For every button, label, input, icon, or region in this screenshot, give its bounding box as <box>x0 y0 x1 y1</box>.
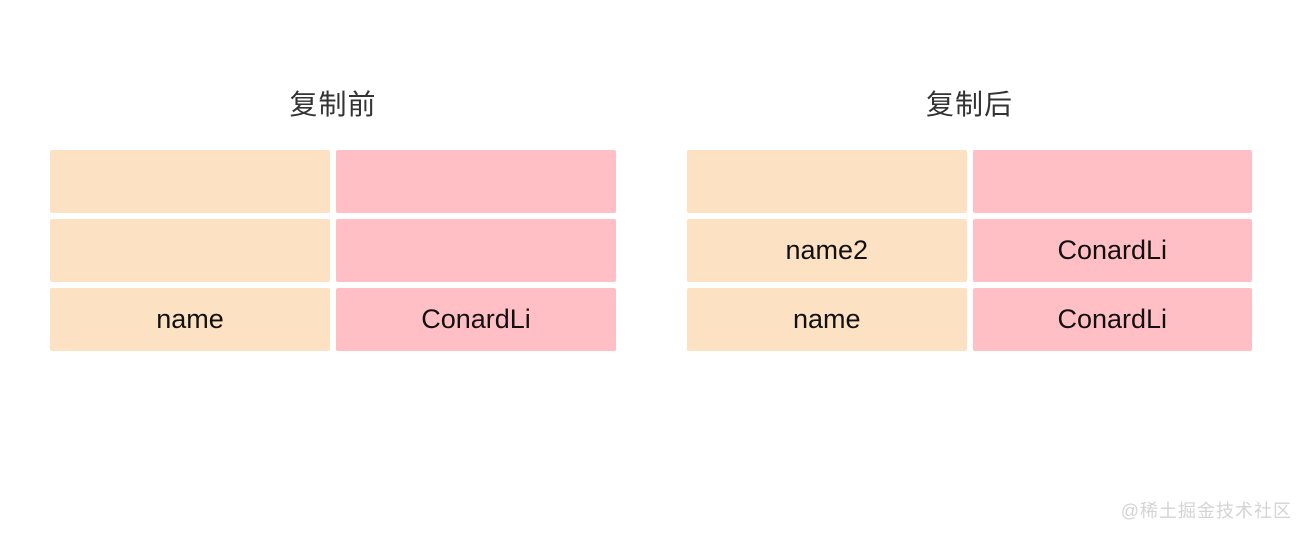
after-row1-key-cell <box>687 150 967 213</box>
before-row2-key-cell <box>50 219 330 282</box>
after-row1-value-cell <box>972 150 1252 213</box>
after-row2-key-cell: name2 <box>687 219 967 282</box>
before-row1-key-cell <box>50 150 330 213</box>
table-after: 复制后 name2 ConardLi name ConardLi <box>687 88 1252 351</box>
watermark-text: @稀土掘金技术社区 <box>1120 501 1292 521</box>
before-row3-value-cell: ConardLi <box>336 288 616 351</box>
after-row3-value-cell: ConardLi <box>972 288 1252 351</box>
table-before-rows: name ConardLi <box>50 150 616 351</box>
table-before-title: 复制前 <box>289 89 377 120</box>
after-row3-key-cell: name <box>687 288 967 351</box>
before-row3-key-cell: name <box>50 288 330 351</box>
table-after-title: 复制后 <box>925 89 1013 120</box>
before-row1-value-cell <box>336 150 616 213</box>
before-row2-value-cell <box>336 219 616 282</box>
table-before: 复制前 name ConardLi <box>50 88 616 351</box>
after-row2-value-cell: ConardLi <box>972 219 1252 282</box>
table-after-rows: name2 ConardLi name ConardLi <box>687 150 1252 351</box>
